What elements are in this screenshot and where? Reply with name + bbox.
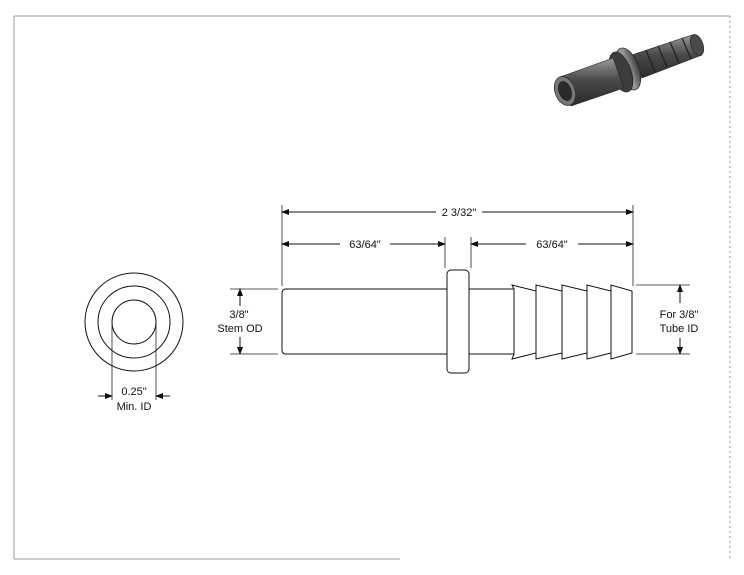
collar — [446, 269, 470, 374]
stem-od-dimension: 3/8" Stem OD — [217, 288, 278, 355]
sheet-frame — [13, 15, 731, 560]
tube-id-dimension: For 3/8" Tube ID — [636, 284, 699, 355]
min-id-label: Min. ID — [117, 401, 152, 413]
tube-id-label: Tube ID — [660, 323, 699, 335]
tube-id-value: For 3/8" — [660, 309, 699, 321]
min-id-value: 0.25" — [121, 386, 146, 398]
stem-od-label: Stem OD — [217, 323, 262, 335]
overall-length-value: 2 3/32" — [442, 207, 477, 219]
segment-dimensions: 63/64" 63/64" — [281, 237, 634, 268]
left-length-value: 63/64" — [349, 239, 381, 251]
fitting-3d-render — [553, 34, 705, 107]
render-stem — [553, 57, 625, 107]
side-view — [281, 269, 633, 374]
right-length-value: 63/64" — [536, 239, 568, 251]
end-view: 0.25" Min. ID — [84, 272, 184, 413]
barb-shank — [468, 288, 515, 355]
stem-body — [281, 288, 453, 355]
stem-od-value: 3/8" — [229, 309, 248, 321]
overall-length-dimension: 2 3/32" — [281, 205, 634, 286]
barbs — [511, 284, 633, 360]
render-barbs — [631, 34, 705, 79]
